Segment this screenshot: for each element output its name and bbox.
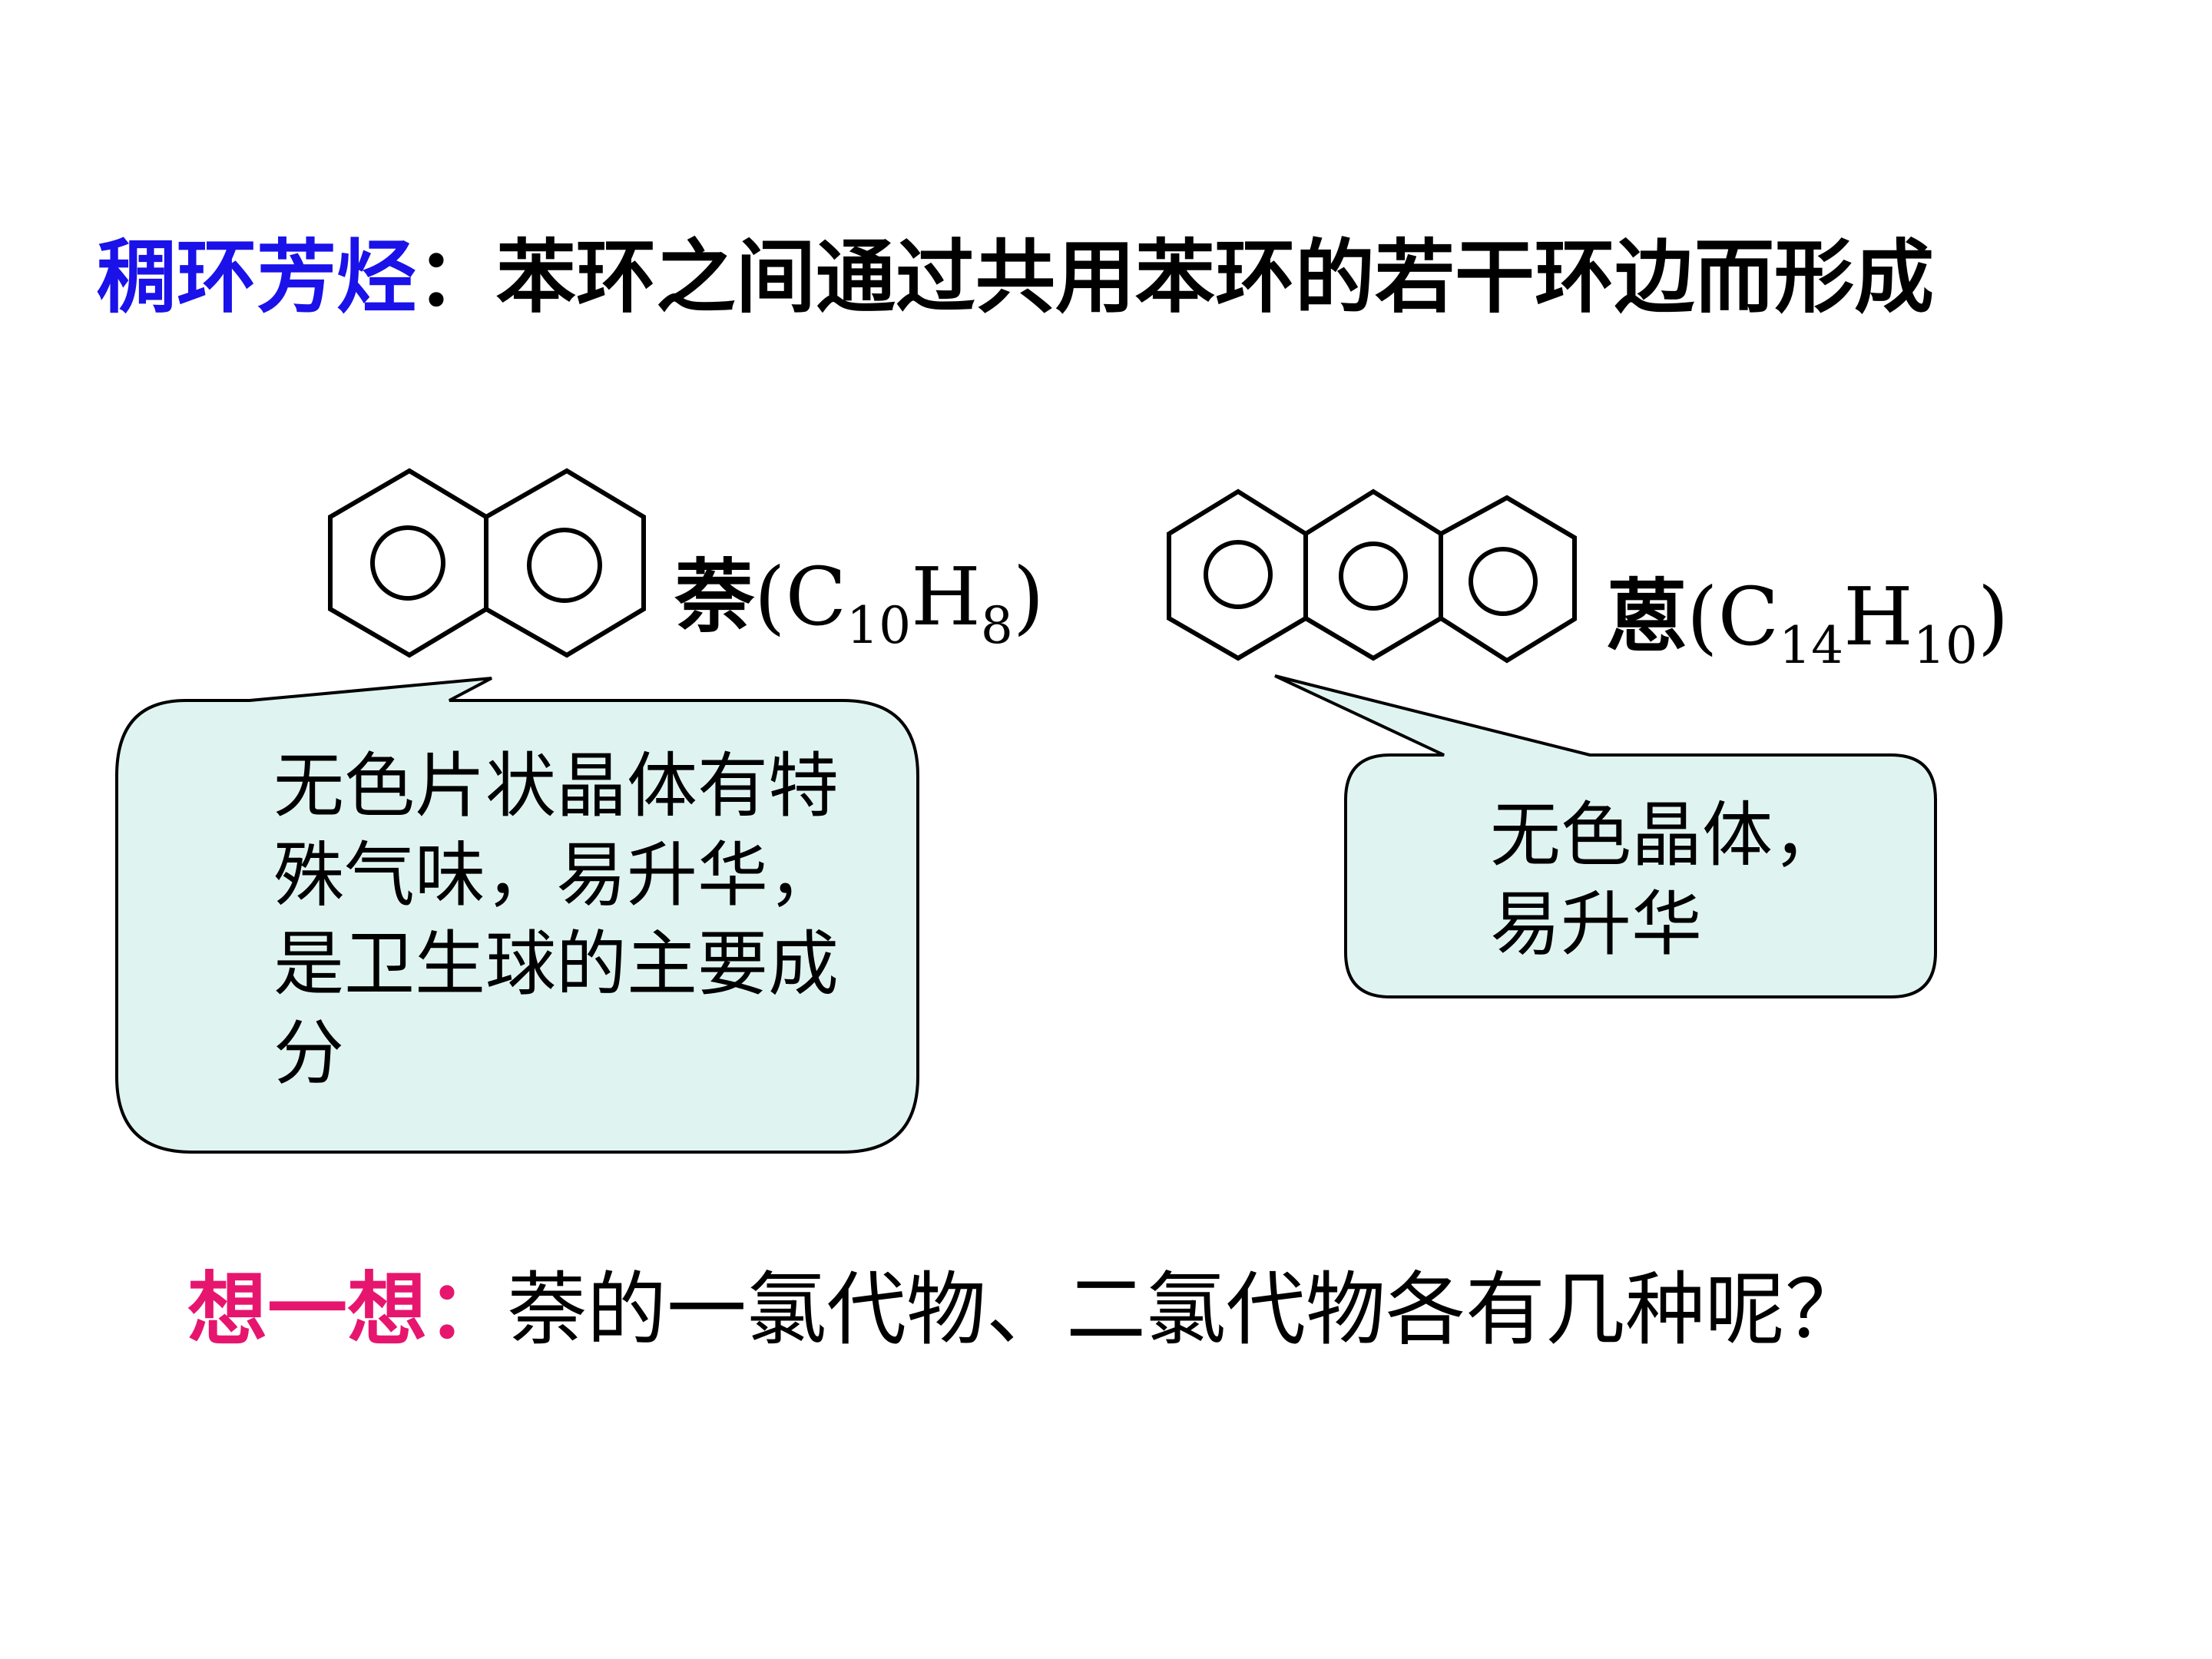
anthracene-hydrogen-symbol: H bbox=[1843, 570, 1913, 664]
naphthalene-aromatic-circle-left bbox=[370, 525, 445, 601]
anthracene-formula: 蒽(C14H10) bbox=[1607, 567, 2009, 671]
question-label: 想一想 bbox=[187, 1262, 428, 1356]
naphthalene-formula: 萘(C10H8) bbox=[674, 547, 1045, 651]
naphthalene-open-paren: ( bbox=[754, 550, 786, 644]
naphthalene-carbon-symbol: C bbox=[785, 550, 847, 644]
anthracene-ring-2 bbox=[1303, 488, 1443, 661]
anthracene-aromatic-circle-2 bbox=[1339, 541, 1408, 611]
heading-separator: ： bbox=[416, 230, 497, 324]
anthracene-carbon-symbol: C bbox=[1717, 570, 1780, 664]
think-question: 想一想：萘的一氯代物、二氯代物各有几种呢？ bbox=[187, 1260, 1865, 1359]
anthracene-open-paren: ( bbox=[1687, 570, 1718, 664]
anthracene-aromatic-circle-1 bbox=[1204, 540, 1273, 609]
heading-description: 苯环之间通过共用苯环的若干环边而形成 bbox=[496, 230, 1935, 324]
anthracene-carbon-count: 14 bbox=[1779, 616, 1844, 675]
slide-heading: 稠环芳烃：苯环之间通过共用苯环的若干环边而形成 bbox=[97, 227, 1934, 327]
naphthalene-carbon-count: 10 bbox=[846, 596, 912, 655]
naphthalene-structure bbox=[328, 468, 646, 658]
anthracene-callout-bubble bbox=[1274, 674, 1937, 998]
naphthalene-name: 萘 bbox=[674, 549, 755, 644]
naphthalene-ring-left bbox=[328, 468, 488, 658]
question-separator: ： bbox=[427, 1262, 508, 1356]
naphthalene-close-paren: ) bbox=[1012, 550, 1045, 644]
anthracene-aromatic-circle-3 bbox=[1469, 547, 1538, 616]
naphthalene-hydrogen-symbol: H bbox=[911, 550, 981, 644]
question-text: 萘的一氯代物、二氯代物各有几种呢？ bbox=[507, 1263, 1866, 1356]
naphthalene-hydrogen-count: 8 bbox=[980, 596, 1013, 655]
anthracene-name: 蒽 bbox=[1607, 569, 1687, 664]
anthracene-ring-3 bbox=[1439, 495, 1577, 664]
heading-term: 稠环芳烃 bbox=[97, 230, 417, 324]
naphthalene-aromatic-circle-right bbox=[527, 528, 602, 603]
anthracene-structure bbox=[1167, 488, 1577, 664]
anthracene-close-paren: ) bbox=[1977, 570, 2009, 664]
anthracene-note: 无色晶体， 易升华 bbox=[1490, 794, 1844, 965]
anthracene-ring-1 bbox=[1167, 488, 1308, 661]
naphthalene-note: 无色片状晶体有特 殊气味，易升华， 是卫生球的主要成 分 bbox=[273, 745, 839, 1094]
naphthalene-ring-right bbox=[484, 468, 646, 658]
anthracene-hydrogen-count: 10 bbox=[1912, 616, 1978, 675]
naphthalene-callout-bubble bbox=[115, 677, 919, 1154]
